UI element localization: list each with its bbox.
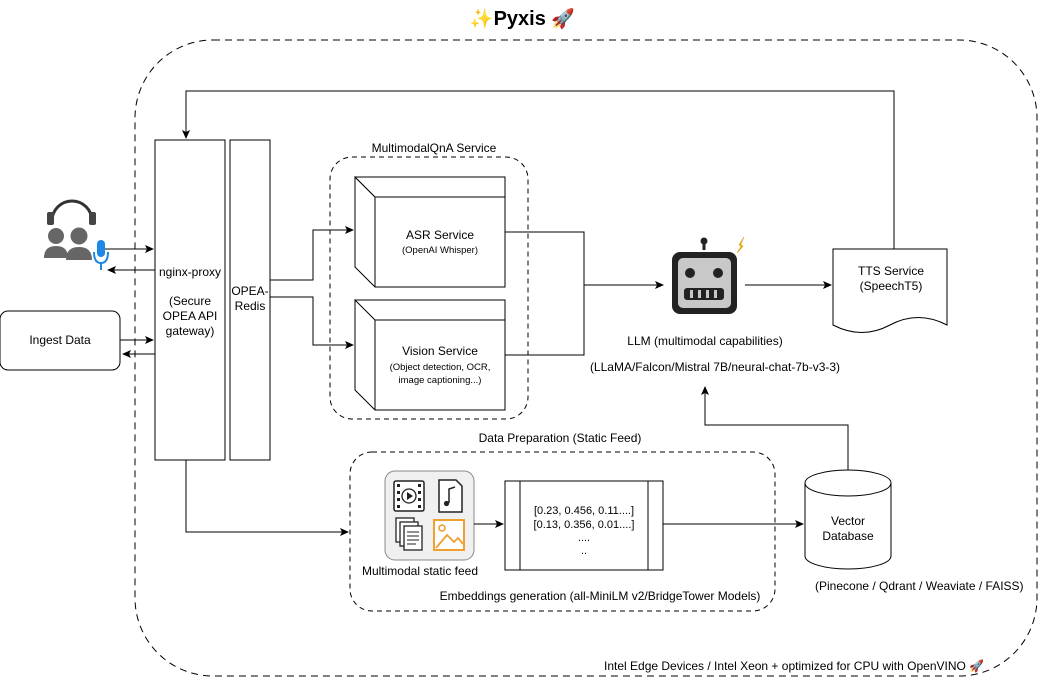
footer-text: Intel Edge Devices / Intel Xeon + optimi… [604, 659, 966, 673]
embedding-row-4: .. [580, 545, 588, 557]
image-icon [433, 519, 465, 551]
sparkles-icon: ✨ [469, 9, 494, 30]
static-feed-label: Multimodal static feed [361, 564, 479, 578]
embedding-row-3: .... [577, 532, 591, 544]
data-prep-label: Data Preparation (Static Feed) [478, 431, 642, 445]
microphone-icon [93, 240, 109, 270]
embedding-row-1: [0.23, 0.456, 0.11....] [533, 505, 635, 517]
vector-db-label: Vector Database [822, 514, 874, 543]
qna-group-box [329, 156, 529, 420]
diagram-title: ✨Pyxis 🚀 [0, 7, 1045, 31]
rocket-icon: 🚀 [551, 9, 576, 30]
rocket-icon: 🚀 [969, 659, 985, 673]
nginx-label: nginx-proxy [159, 265, 222, 279]
audio-file-icon [438, 479, 463, 513]
tts-label: TTS Service (SpeechT5) [857, 264, 924, 293]
vision-box [353, 299, 506, 411]
nginx-box [154, 139, 226, 461]
embedding-row-2: [0.13, 0.356, 0.01....] [533, 519, 635, 531]
documents-icon [395, 517, 423, 551]
ingest-label: Ingest Data [29, 333, 91, 347]
redis-box [229, 139, 271, 461]
vector-db-providers: (Pinecone / Qdrant / Weaviate / FAISS) [815, 579, 1024, 593]
qna-group-label: MultimodalQnA Service [371, 141, 497, 155]
robot-icon [672, 236, 745, 314]
data-prep-group-box [349, 451, 776, 612]
embeddings-label: Embeddings generation (all-MiniLM v2/Bri… [439, 589, 761, 603]
redis-label: OPEA-Redis [231, 284, 269, 313]
asr-box [353, 176, 506, 288]
llm-label: LLM (multimodal capabilities) [627, 334, 783, 348]
video-file-icon [393, 480, 425, 512]
title-text: Pyxis [493, 8, 546, 30]
asr-label: ASR Service [405, 228, 475, 242]
llm-models: (LLaMA/Falcon/Mistral 7B/neural-chat-7b-… [589, 360, 841, 374]
user-headset-icon [44, 199, 96, 260]
asr-detail: (OpenAI Whisper) [401, 245, 479, 256]
outer-container [134, 39, 1038, 677]
nginx-sublabel: (Secure OPEA API gateway) [162, 294, 218, 338]
vision-label: Vision Service [402, 344, 478, 358]
footer-label: Intel Edge Devices / Intel Xeon + optimi… [604, 659, 984, 673]
vision-detail: (Object detection, OCR, image captioning… [389, 362, 491, 386]
embeddings-box [504, 480, 664, 571]
tts-box [832, 248, 948, 333]
